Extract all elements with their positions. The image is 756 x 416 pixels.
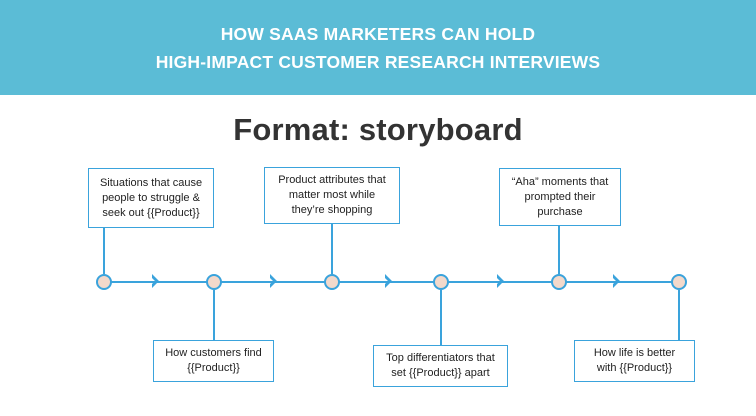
- timeline-node-6: [671, 274, 687, 290]
- connector-6: [678, 290, 680, 340]
- page-title: Format: storyboard: [233, 112, 523, 147]
- timeline-node-1: [96, 274, 112, 290]
- step-box-5: “Aha” moments that prompted their purcha…: [499, 168, 621, 226]
- timeline-node-2: [206, 274, 222, 290]
- step-3-line-2: matter most while: [288, 189, 376, 201]
- step-5-line-3: purchase: [537, 205, 583, 218]
- step-3-line-3: they’re shopping: [291, 204, 373, 216]
- chevron-right-icon: [497, 273, 505, 289]
- step-1-line-1: Situations that cause: [99, 176, 203, 189]
- step-box-1: Situations that cause people to struggle…: [88, 168, 214, 228]
- step-1-line-3: seek out {{Product}}: [102, 206, 200, 219]
- header-banner: HOW SAAS MARKETERS CAN HOLD HIGH-IMPACT …: [0, 0, 756, 95]
- banner-title-line-1: HOW SAAS MARKETERS CAN HOLD: [220, 23, 536, 44]
- chevron-right-icon: [270, 273, 278, 289]
- step-box-2: How customers find {{Product}}: [153, 340, 274, 382]
- step-5-line-2: prompted their: [524, 190, 596, 203]
- connector-1: [103, 228, 105, 274]
- step-6-line-2: with {{Product}}: [596, 362, 673, 374]
- chevron-right-icon: [613, 273, 621, 289]
- step-5-line-1: “Aha” moments that: [511, 175, 609, 188]
- timeline-node-4: [433, 274, 449, 290]
- timeline-node-3: [324, 274, 340, 290]
- step-2-line-2: {{Product}}: [187, 362, 240, 374]
- timeline-node-5: [551, 274, 567, 290]
- step-box-3: Product attributes that matter most whil…: [264, 167, 400, 224]
- step-3-line-1: Product attributes that: [278, 174, 386, 186]
- step-1-line-2: people to struggle &: [102, 191, 200, 204]
- step-2-line-1: How customers find: [165, 347, 262, 359]
- step-box-6: How life is better with {{Product}}: [574, 340, 695, 382]
- step-4-line-2: set {{Product}} apart: [391, 367, 490, 379]
- connector-5: [558, 226, 560, 274]
- chevron-right-icon: [152, 273, 160, 289]
- chevron-right-icon: [385, 273, 393, 289]
- step-4-line-1: Top differentiators that: [386, 352, 495, 364]
- connector-3: [331, 224, 333, 274]
- connector-2: [213, 290, 215, 340]
- step-6-line-1: How life is better: [593, 347, 676, 359]
- step-box-4: Top differentiators that set {{Product}}…: [373, 345, 508, 387]
- banner-title-line-2: HIGH-IMPACT CUSTOMER RESEARCH INTERVIEWS: [155, 51, 601, 72]
- connector-4: [440, 290, 442, 345]
- timeline-line: [104, 281, 680, 283]
